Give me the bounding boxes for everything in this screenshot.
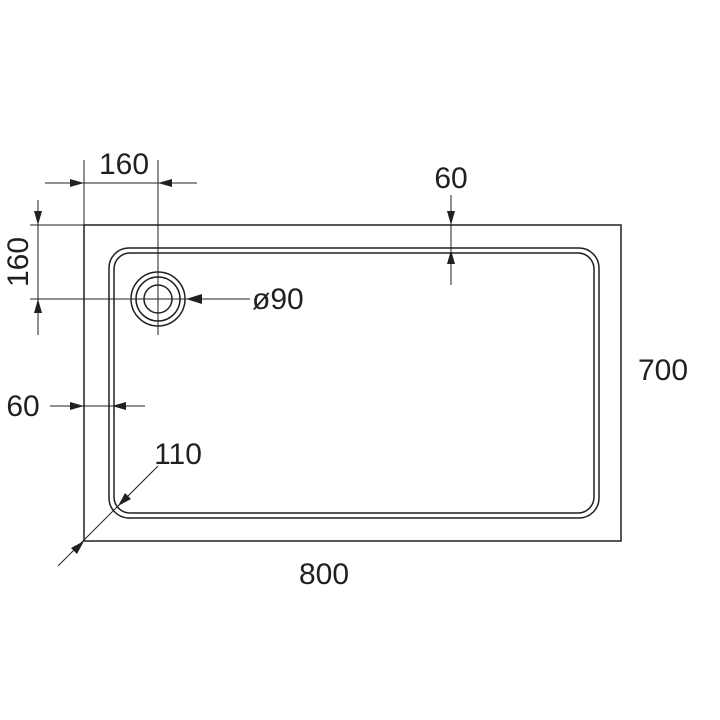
waste-offset-y-dimension [34,200,42,335]
corner-radius-label: 110 [154,438,202,471]
tray-depth-label: 700 [638,354,688,387]
waste-offset-y-label: 160 [2,237,35,287]
tray-inner-outline-outer [108,247,600,519]
rim-side-dimension [50,402,145,410]
waste-diameter-leader [185,294,250,304]
tray-inner-outline-inner [113,252,595,514]
rim-top-label: 60 [434,162,467,195]
rim-top-dimension [447,195,455,285]
rim-side-label: 60 [6,390,39,423]
waste-offset-x-label: 160 [99,148,149,181]
waste-diameter-label: ø90 [252,283,304,316]
tray-outer-outline [83,224,622,542]
tray-width-label: 800 [299,558,349,591]
corner-radius-dimension [57,465,159,567]
waste-offset-x-dimension [45,179,197,187]
